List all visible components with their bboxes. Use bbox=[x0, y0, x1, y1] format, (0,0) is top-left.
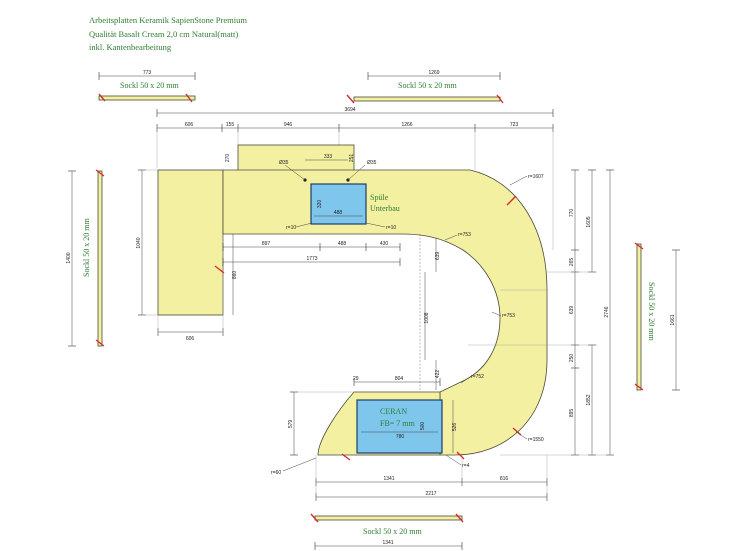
dim-333: 333 bbox=[324, 154, 333, 160]
dim-606-left: 606 bbox=[186, 336, 195, 342]
dim-r753-b: r=753 bbox=[502, 313, 515, 319]
label-sockel-right: Sockl 50 x 20 mm bbox=[647, 282, 656, 341]
dim-r10-b: r=10 bbox=[386, 225, 396, 231]
dim-579: 579 bbox=[288, 420, 294, 429]
dim-1852: 1852 bbox=[586, 394, 592, 405]
left-dimensions: 1040 606 860 897 488 430 1773 bbox=[136, 169, 401, 342]
dim-1773: 1773 bbox=[306, 256, 317, 262]
dim-488-inner: 488 bbox=[338, 241, 347, 247]
dim-270: 270 bbox=[225, 154, 231, 163]
header-line-3: inkl. Kantenbearbeitung bbox=[89, 42, 172, 52]
dim-639-inner: 639 bbox=[435, 252, 441, 261]
dim-770: 770 bbox=[569, 209, 575, 218]
dim-r1550: r=1550 bbox=[528, 437, 544, 443]
label-sockel-top-left: Sockl 50 x 20 mm bbox=[120, 81, 179, 90]
dim-29: 29 bbox=[353, 376, 359, 382]
label-sockel-top-right: Sockl 50 x 20 mm bbox=[398, 81, 457, 90]
dim-r60: r=60 bbox=[271, 470, 281, 476]
curve-dimensions: r=1607 r=753 r=753 r=752 r=1550 639 1008… bbox=[419, 174, 544, 443]
dim-895: 895 bbox=[569, 409, 575, 418]
header-line-1: Arbeitsplatten Keramik SapienStone Premi… bbox=[89, 15, 247, 25]
dim-total-3694: 3694 bbox=[344, 107, 355, 113]
dim-sockel-773: 773 bbox=[143, 70, 152, 76]
ceran-rect bbox=[356, 399, 443, 454]
sockel-bottom: Sockl 50 x 20 mm 1341 bbox=[310, 513, 464, 550]
sink-rect bbox=[310, 183, 367, 225]
dim-430: 430 bbox=[380, 241, 389, 247]
dim-2217: 2217 bbox=[425, 491, 436, 497]
header-line-2: Qualität Basalt Cream 2,0 cm Natural(mat… bbox=[89, 29, 238, 39]
dim-r753-a: r=753 bbox=[458, 232, 471, 238]
dim-155: 155 bbox=[226, 122, 235, 128]
dim-804: 804 bbox=[395, 376, 404, 382]
dim-526: 526 bbox=[452, 423, 458, 432]
dim-dia-2: Ø35 bbox=[367, 160, 377, 166]
dim-816: 816 bbox=[500, 476, 509, 482]
dim-1341-bottom: 1341 bbox=[383, 476, 394, 482]
label-sockel-left: Sockl 50 x 20 mm bbox=[82, 218, 91, 277]
dim-860: 860 bbox=[232, 271, 238, 280]
dim-1008: 1008 bbox=[424, 312, 430, 323]
dim-sink-320: 320 bbox=[317, 200, 323, 209]
dim-723: 723 bbox=[510, 122, 519, 128]
label-spuele: Spüle bbox=[370, 193, 389, 202]
sockel-left: 1400 Sockl 50 x 20 mm bbox=[66, 169, 105, 347]
dim-2746: 2746 bbox=[604, 306, 610, 317]
dim-sockel-1661: 1661 bbox=[670, 314, 676, 325]
plate-upper-tab bbox=[237, 144, 355, 173]
dim-sockel-1341: 1341 bbox=[382, 540, 393, 546]
sockel-right: Sockl 50 x 20 mm 1661 bbox=[634, 242, 680, 391]
dim-ceran-500: 500 bbox=[420, 422, 426, 431]
dim-250: 250 bbox=[569, 354, 575, 363]
dim-sink-488: 488 bbox=[334, 210, 343, 216]
dim-1040: 1040 bbox=[136, 237, 142, 248]
label-unterbau: Unterbau bbox=[370, 204, 400, 213]
dim-r752: r=752 bbox=[471, 374, 484, 380]
dim-639-right: 639 bbox=[569, 306, 575, 315]
plate-main-u bbox=[222, 169, 548, 456]
sink-cutout: Spüle Unterbau 488 320 Ø35 Ø35 333 270 2… bbox=[225, 154, 400, 231]
top-dimensions: 3694 606 155 946 1266 723 bbox=[156, 107, 554, 250]
ceran-cutout: 804 29 CERAN FB= 7 mm 780 500 579 526 r=… bbox=[271, 376, 548, 501]
dim-r1607: r=1607 bbox=[528, 174, 544, 180]
plate-left-leg bbox=[157, 169, 224, 316]
dim-265: 265 bbox=[569, 258, 575, 267]
dim-606-top: 606 bbox=[185, 122, 194, 128]
dim-946: 946 bbox=[284, 122, 293, 128]
dim-251: 251 bbox=[349, 154, 355, 163]
sockel-top-right: 1269 Sockl 50 x 20 mm bbox=[346, 70, 504, 104]
dim-ceran-780: 780 bbox=[396, 434, 405, 440]
label-ceran: CERAN bbox=[380, 407, 407, 416]
label-fb: FB= 7 mm bbox=[380, 419, 416, 428]
dim-1605: 1605 bbox=[586, 216, 592, 227]
dim-r4: r=4 bbox=[462, 463, 470, 469]
sockel-top-left: 773 Sockl 50 x 20 mm bbox=[98, 70, 196, 103]
dim-1266: 1266 bbox=[401, 122, 412, 128]
dim-897: 897 bbox=[262, 241, 271, 247]
dim-sockel-1400: 1400 bbox=[66, 252, 72, 263]
dim-sockel-1269: 1269 bbox=[428, 70, 439, 76]
label-sockel-bottom: Sockl 50 x 20 mm bbox=[363, 527, 422, 536]
right-dimensions: 770 265 639 250 895 1605 1852 2746 bbox=[500, 169, 614, 456]
countertop-guides bbox=[214, 195, 547, 461]
dim-dia-1: Ø35 bbox=[279, 160, 289, 166]
dim-422: 422 bbox=[435, 370, 441, 379]
dim-r10-a: r=10 bbox=[286, 225, 296, 231]
